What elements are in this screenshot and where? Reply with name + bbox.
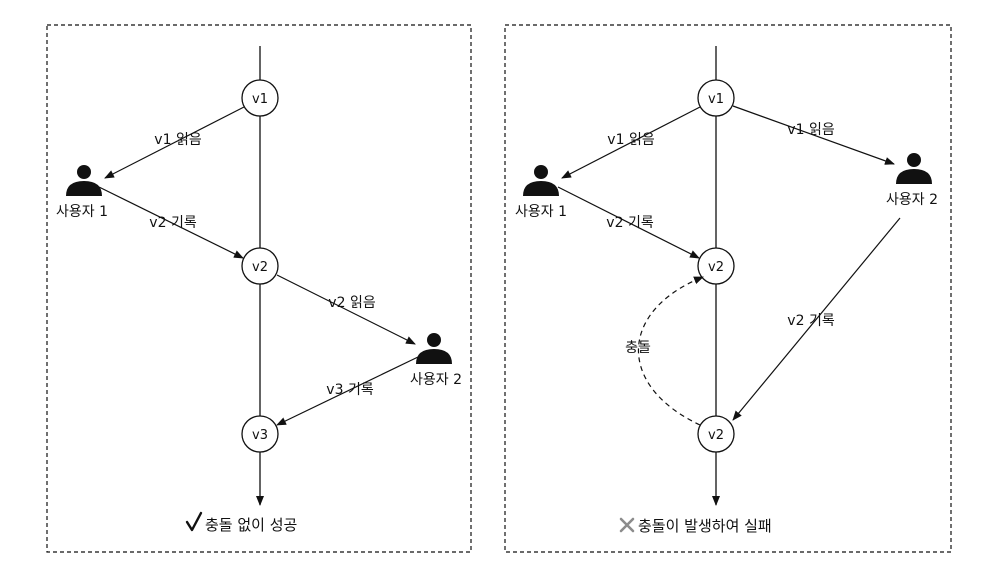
- edge-label-read-v1-user1: v1 읽음: [607, 132, 655, 148]
- user-2-label: 사용자 2: [410, 372, 462, 388]
- edge-read-v1-user2: [732, 105, 895, 165]
- version-node-v1: v1: [697, 79, 735, 117]
- version-node-v2: v2: [241, 247, 279, 285]
- edge-label-write-v2: v2 기록: [149, 215, 197, 231]
- version-node-label: v1: [708, 92, 724, 107]
- result-caption-failure: 충돌이 발생하여 실패: [638, 517, 772, 535]
- edge-write-v2-user2: [732, 217, 901, 421]
- version-node-label: v2: [708, 260, 724, 275]
- version-node-label: v2: [252, 260, 268, 275]
- version-node-label: v3: [252, 428, 268, 443]
- edge-label-write-v3: v3 기록: [326, 382, 374, 398]
- version-node-v3: v3: [241, 415, 279, 453]
- version-node-v2-user1: v2: [697, 247, 735, 285]
- edge-read-v1-user1: [561, 106, 701, 179]
- user-1-icon: [523, 165, 559, 196]
- edge-label-read-v2: v2 읽음: [328, 295, 376, 311]
- version-node-label: v1: [252, 92, 268, 107]
- user-2-label: 사용자 2: [886, 192, 938, 208]
- user-1-icon: [66, 165, 102, 196]
- version-node-v1: v1: [241, 79, 279, 117]
- edge-write-v2-user1: [557, 186, 700, 259]
- result-caption-success: 충돌 없이 성공: [205, 516, 297, 534]
- right-panel: v1 v2 v2 사용자 1 사용자 2 v1 읽음 v1 읽음 v2 기록: [504, 24, 952, 553]
- user-2-icon: [416, 333, 452, 364]
- edge-read-v1: [104, 106, 245, 179]
- edge-label-read-v1-user2: v1 읽음: [787, 122, 835, 138]
- user-1-label: 사용자 1: [515, 204, 567, 220]
- cross-icon: [619, 517, 635, 533]
- edge-read-v2: [276, 274, 416, 345]
- edge-label-read-v1: v1 읽음: [154, 132, 202, 148]
- edge-label-conflict: 충돌: [625, 340, 651, 356]
- user-1-label: 사용자 1: [56, 204, 108, 220]
- left-panel: v1 v2 v3 사용자 1 사용자 2 v1 읽음 v2 기록 v2 읽음: [46, 24, 472, 553]
- edge-label-write-v2-user1: v2 기록: [606, 215, 654, 231]
- edge-label-write-v2-user2: v2 기록: [787, 313, 835, 329]
- edge-write-v2: [98, 186, 244, 259]
- user-2-icon: [896, 153, 932, 184]
- left-panel-border: [46, 24, 472, 553]
- right-panel-border: [504, 24, 952, 553]
- version-node-v2-user2: v2: [697, 415, 735, 453]
- check-icon: [185, 511, 203, 532]
- version-node-label: v2: [708, 428, 724, 443]
- edge-write-v3: [276, 356, 419, 426]
- conflict-curve: [637, 276, 704, 426]
